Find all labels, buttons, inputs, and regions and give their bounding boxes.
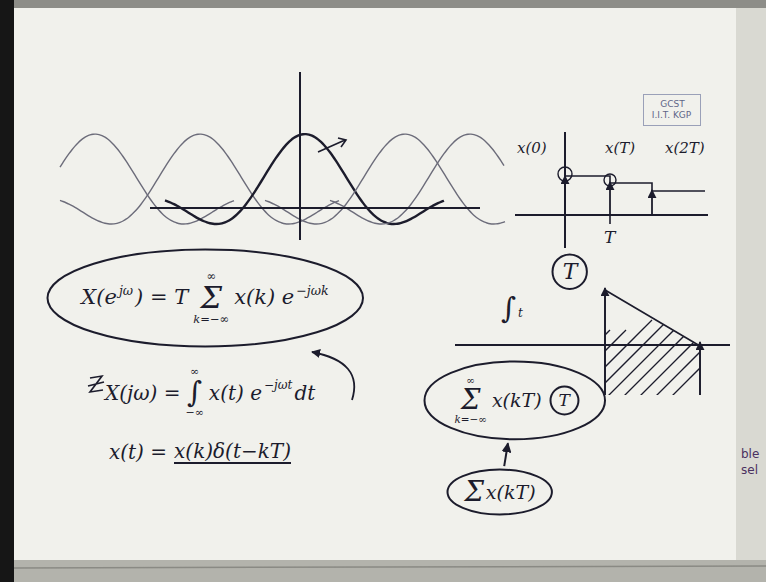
operator-symbol: Σ: [461, 386, 480, 414]
math-text: T: [604, 228, 615, 247]
sample-impulse: [699, 342, 701, 395]
frequency-axis: [150, 207, 480, 209]
math-text: T: [558, 391, 569, 410]
label-group: X(jω) =∞∫−∞x(t) e−jωtdt: [104, 366, 316, 419]
math-text: x(kT): [486, 482, 536, 503]
math-text: x(0): [517, 140, 547, 157]
math-text: X(e: [81, 286, 117, 309]
node-content: Σx(kT): [463, 478, 536, 506]
sample-impulse: [609, 182, 611, 215]
ellipse-outline: [47, 250, 363, 347]
hatch-line: [636, 300, 736, 400]
upper-limit: ∞: [190, 366, 199, 378]
arrow-connector: [504, 443, 508, 466]
paper-sheet: [14, 8, 736, 560]
equation-ellipse: X(ejω) = T∞Σk=−∞x(k) e−jωk: [46, 248, 365, 348]
exponent: −jωt: [264, 379, 292, 392]
sample-impulse: [651, 190, 653, 215]
math-text: x(t) =: [109, 441, 167, 463]
sinc-pulses: [60, 134, 505, 224]
math-text: X(jω) =: [105, 382, 180, 404]
math-text: x(T): [605, 140, 635, 157]
label-group: x(2T): [664, 140, 706, 157]
sinc-pulse: [165, 134, 444, 224]
math-text: dt: [294, 382, 315, 404]
label-group: x(T): [604, 140, 636, 157]
ellipse-outline: [448, 470, 552, 515]
operator-symbol: Σ: [200, 283, 222, 313]
circle-outline: [550, 386, 578, 414]
sinc-pulse: [330, 134, 504, 224]
math-text: ) = T: [135, 286, 188, 309]
math-text: sel: [741, 464, 758, 477]
operator-symbol: Σ: [464, 478, 483, 506]
subscript: t: [518, 307, 523, 320]
node-content: GCST I.I.T. KGP: [649, 99, 695, 121]
math-text: x(k)δ(t−kT): [174, 440, 291, 464]
sinc-pulse: [60, 134, 234, 224]
operator-symbol: ∫: [187, 378, 202, 407]
math-text: T: [563, 260, 578, 284]
hatch-line: [620, 300, 720, 400]
curved-arrow: [312, 352, 354, 400]
limits-stack: ∞∫−∞: [184, 366, 204, 419]
stamp-box: GCST I.I.T. KGP: [643, 94, 701, 126]
math-text: x(k) e: [234, 286, 294, 309]
sample-impulse: [604, 288, 606, 395]
node-content: ∞Σk=−∞x(kT)T: [450, 375, 579, 426]
sample-circle: [558, 167, 572, 181]
upper-limit: ∞: [466, 375, 475, 386]
tick-mark: [609, 215, 611, 224]
lower-limit: k=−∞: [193, 313, 229, 326]
circled-symbol: T: [551, 253, 588, 290]
label-group: T: [603, 228, 616, 247]
time-axis: [455, 344, 730, 346]
label-group: ble: [740, 448, 760, 461]
exponent: jω: [119, 284, 133, 298]
sheet-edge: [14, 566, 766, 568]
sinc-pulse: [60, 134, 339, 224]
hatch-line: [652, 300, 752, 400]
label-group: ∫t: [500, 294, 524, 323]
limits-stack: ∞Σk=−∞: [453, 375, 488, 426]
exponent: −jωk: [296, 284, 328, 298]
node-content: T: [557, 391, 570, 410]
amplitude-axis: [564, 132, 566, 248]
sum-ellipse: Σx(kT): [446, 468, 553, 516]
math-text: ble: [741, 448, 759, 461]
time-axis: [515, 214, 708, 216]
next-sheet: [736, 8, 766, 560]
label-group: sel: [740, 464, 759, 477]
staircase: [565, 176, 705, 191]
lower-limit: −∞: [185, 407, 203, 419]
ellipse-outline: [425, 361, 606, 439]
vertical-axis: [299, 72, 301, 240]
math-text: x(2T): [665, 140, 705, 157]
label-group: x(t) = x(k)δ(t−kT): [108, 440, 292, 464]
node-content: X(ejω) = T∞Σk=−∞x(k) e−jωk: [80, 270, 329, 326]
math-text: GCST I.I.T. KGP: [652, 99, 692, 120]
operator-symbol: ∫: [501, 294, 516, 323]
sample-impulse: [564, 176, 566, 215]
struck-mark: [88, 376, 104, 392]
circle-outline: [553, 255, 587, 289]
label-group: x(0): [516, 140, 548, 157]
top-edge: [14, 0, 766, 8]
limits-stack: ∞Σk=−∞: [192, 270, 230, 326]
math-text: x(kT): [492, 390, 542, 411]
upper-limit: ∞: [206, 270, 216, 283]
area-outline: [605, 290, 700, 395]
math-text: x(t) e: [209, 382, 262, 404]
hatch-line: [604, 300, 704, 400]
pointer-mark: [318, 138, 346, 152]
hatch-line: [668, 300, 766, 400]
lower-sheet: [14, 560, 766, 582]
lower-limit: k=−∞: [454, 414, 487, 425]
node-content: T: [562, 260, 579, 284]
sum-ellipse: ∞Σk=−∞x(kT)T: [423, 360, 607, 441]
circled-symbol: T: [549, 385, 580, 416]
